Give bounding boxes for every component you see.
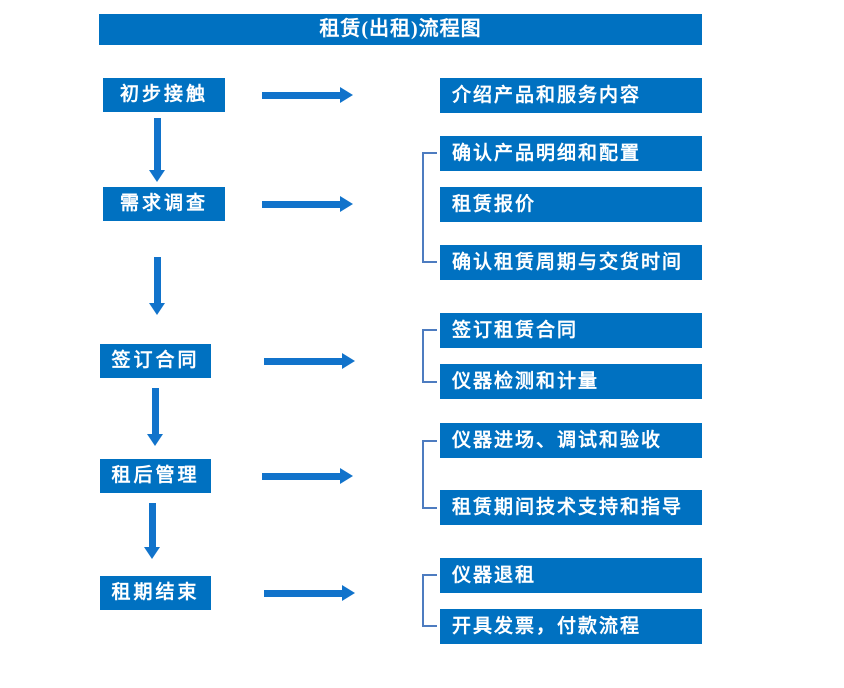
down-arrow-icon	[149, 257, 165, 315]
right-arrow-head	[340, 87, 353, 103]
output-box-invoice-payment: 开具发票，付款流程	[440, 609, 702, 644]
output-box-sign-rental-contract: 签订租赁合同	[440, 313, 702, 348]
right-arrow-head	[342, 585, 355, 601]
stage-box-post-rental-management: 租后管理	[100, 459, 211, 493]
stage-box-rental-end: 租期结束	[100, 576, 211, 610]
right-arrow-head	[342, 353, 355, 369]
down-arrow-shaft	[148, 503, 156, 547]
right-arrow-icon	[262, 196, 353, 212]
output-box-introduce-products: 介绍产品和服务内容	[440, 78, 702, 113]
group-bracket	[422, 574, 437, 627]
group-bracket	[422, 329, 437, 383]
output-box-instrument-return: 仪器退租	[440, 558, 702, 593]
right-arrow-shaft	[264, 589, 342, 597]
output-box-instrument-inspection: 仪器检测和计量	[440, 364, 702, 399]
output-box-confirm-rental-period: 确认租赁周期与交货时间	[440, 245, 702, 280]
right-arrow-icon	[264, 585, 355, 601]
right-arrow-shaft	[262, 472, 340, 480]
down-arrow-shaft	[153, 118, 161, 170]
group-bracket	[422, 152, 437, 263]
right-arrow-head	[340, 196, 353, 212]
output-box-confirm-product-details: 确认产品明细和配置	[440, 136, 702, 171]
down-arrow-head	[147, 434, 163, 446]
stage-box-demand-survey: 需求调查	[103, 187, 225, 221]
down-arrow-icon	[144, 503, 160, 559]
down-arrow-icon	[149, 118, 165, 182]
right-arrow-shaft	[264, 357, 342, 365]
right-arrow-icon	[262, 87, 353, 103]
down-arrow-head	[144, 547, 160, 559]
right-arrow-shaft	[262, 91, 340, 99]
stage-box-initial-contact: 初步接触	[103, 78, 225, 112]
output-box-instrument-entry: 仪器进场、调试和验收	[440, 423, 702, 458]
group-bracket	[422, 440, 437, 509]
down-arrow-shaft	[151, 388, 159, 434]
down-arrow-head	[149, 170, 165, 182]
right-arrow-icon	[262, 468, 353, 484]
right-arrow-icon	[264, 353, 355, 369]
flowchart-title: 租赁(出租)流程图	[99, 14, 702, 45]
down-arrow-head	[149, 303, 165, 315]
output-box-technical-support: 租赁期间技术支持和指导	[440, 490, 702, 525]
down-arrow-icon	[147, 388, 163, 446]
output-box-rental-quotation: 租赁报价	[440, 187, 702, 222]
down-arrow-shaft	[153, 257, 161, 303]
stage-box-sign-contract: 签订合同	[100, 344, 211, 378]
right-arrow-shaft	[262, 200, 340, 208]
right-arrow-head	[340, 468, 353, 484]
